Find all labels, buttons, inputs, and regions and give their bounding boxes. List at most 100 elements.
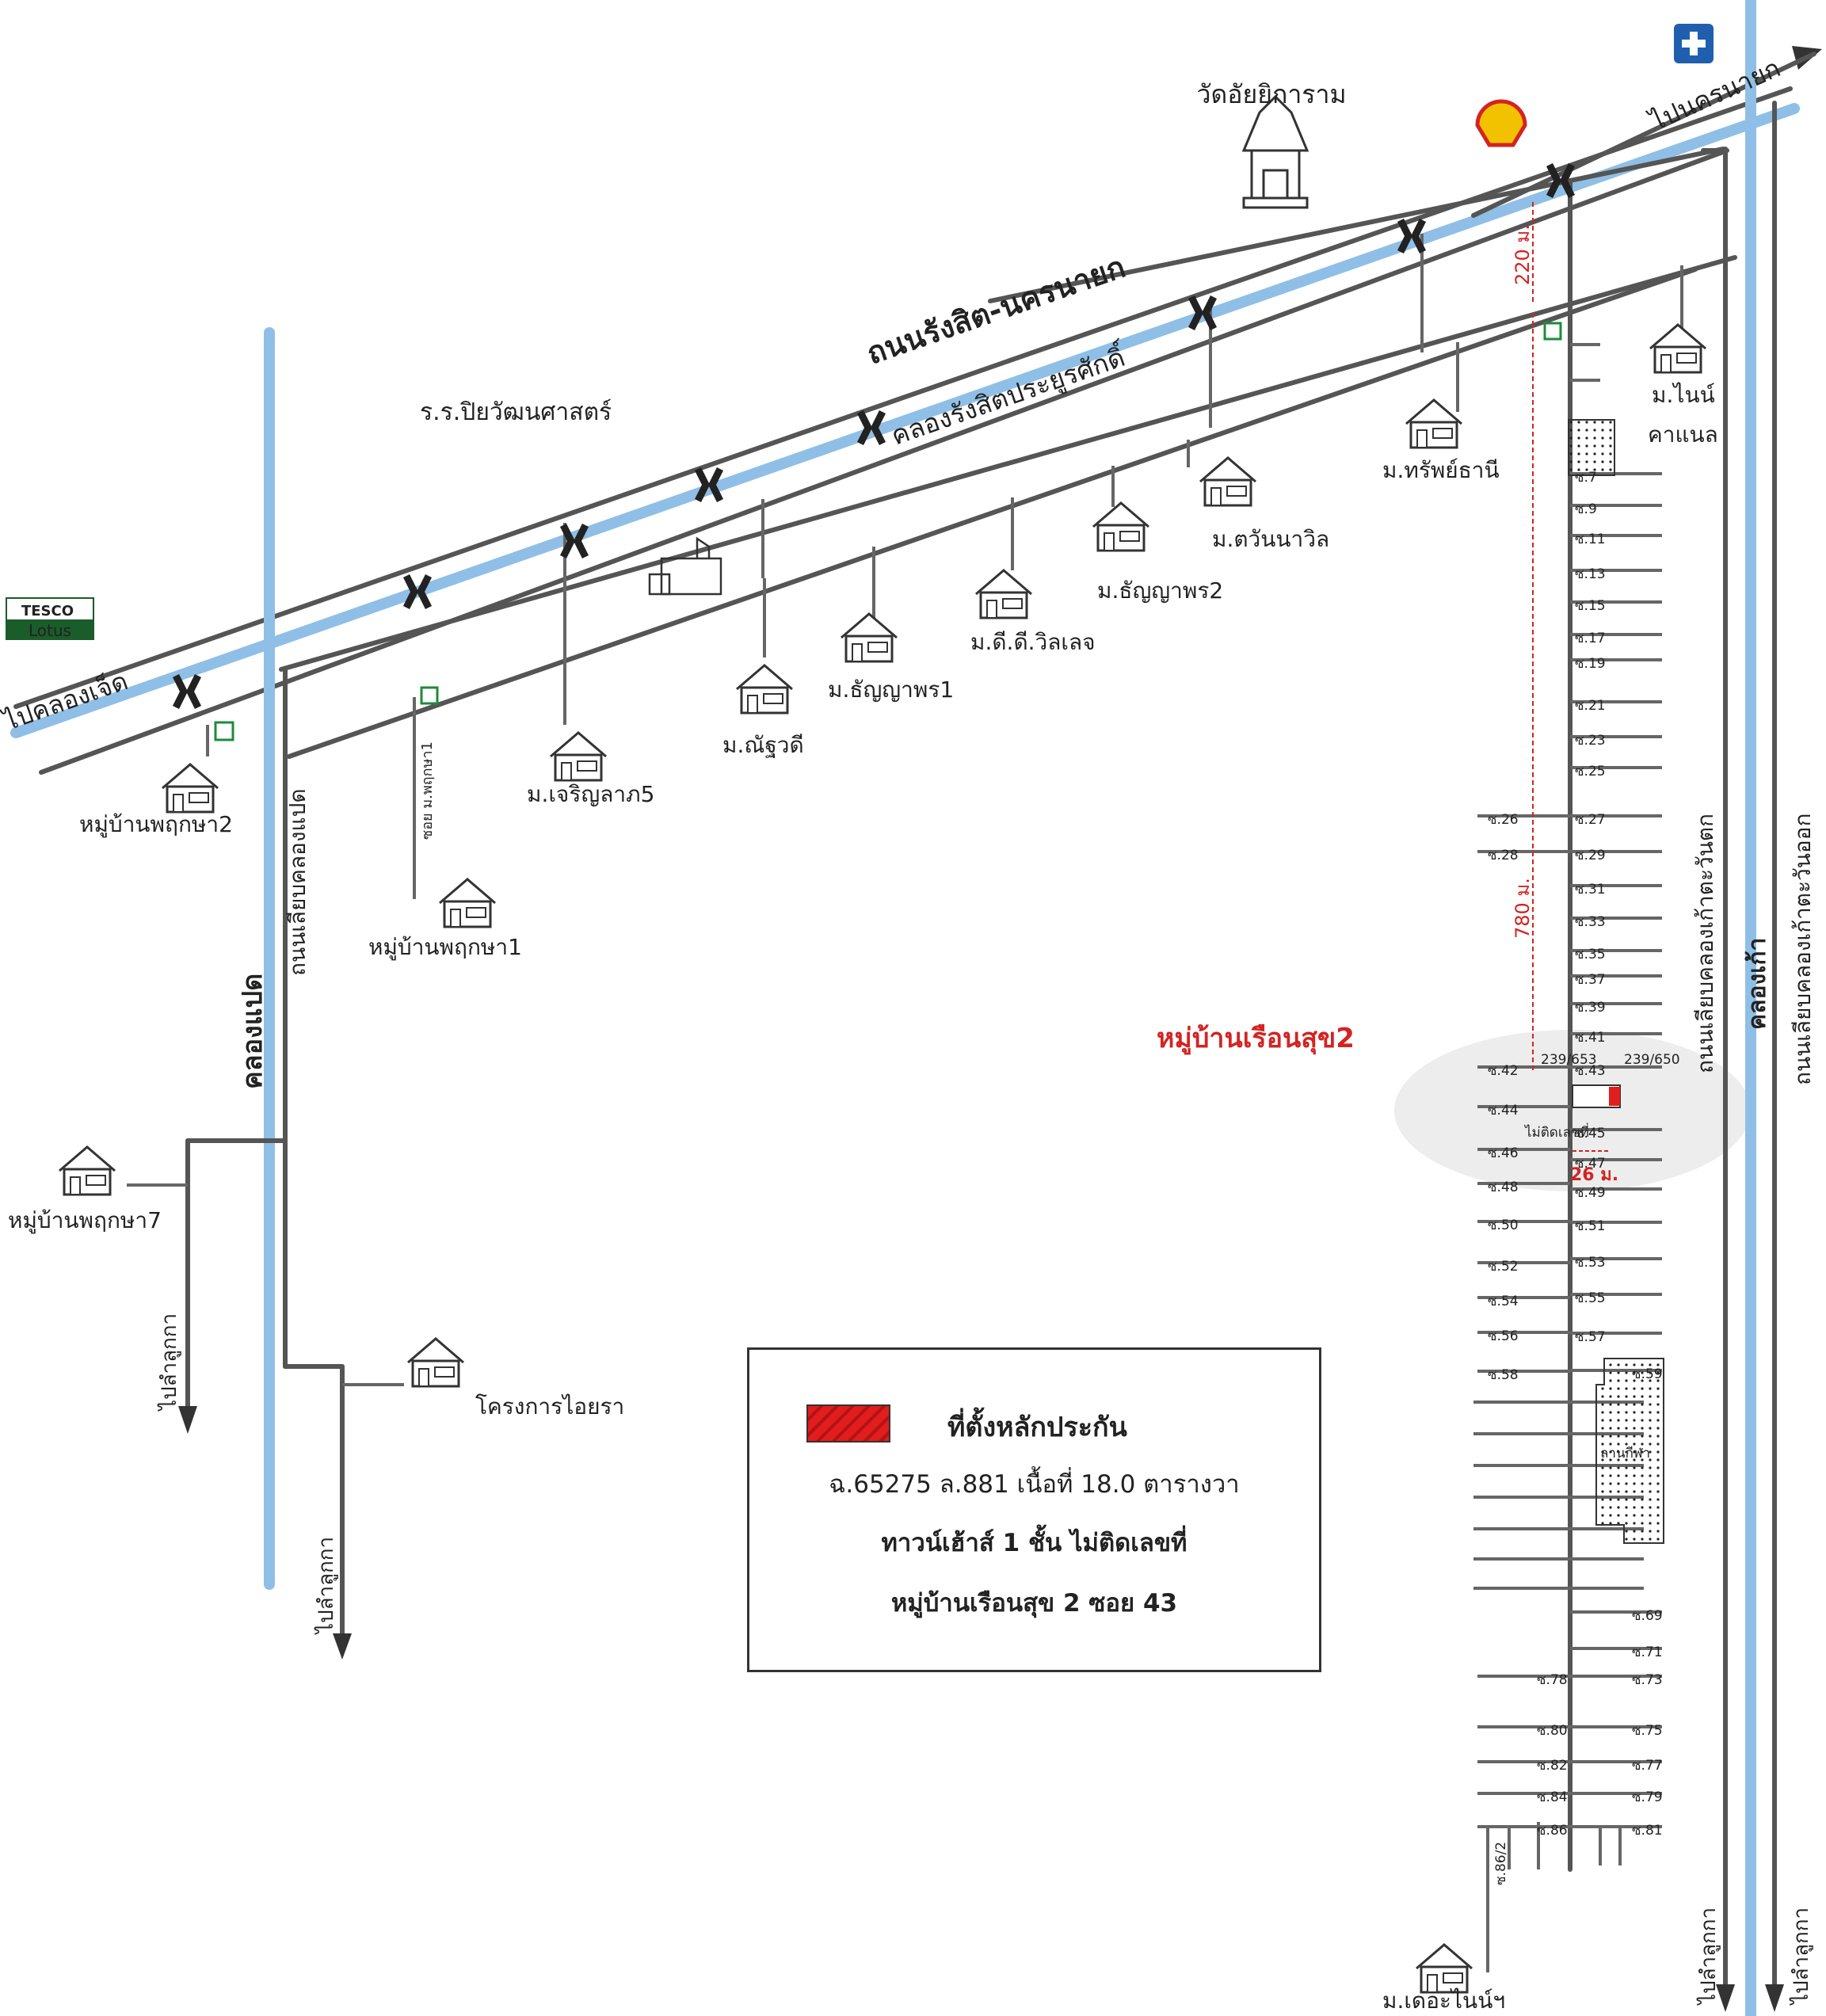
school-label: ร.ร.ปิยวัฒนศาสตร์ [420, 398, 612, 426]
soi-label-right: ซ.7 [1575, 470, 1597, 486]
village-nine-1: ม.ไนน์ [1652, 382, 1715, 408]
lamlukka-2-label: ไปลำลูกกา [314, 1537, 338, 1635]
legend-line-1: ฉ.65275 ล.881 เนื้อที่ 18.0 ตารางวา [829, 1470, 1240, 1499]
arrow-lamlukka-3 [1716, 1984, 1735, 2012]
soi-mu-ban-label: ซอย ม.พฤกษา1 [419, 741, 436, 840]
village-dd: ม.ดี.ดี.วิลเลจ [970, 629, 1096, 655]
soi-label-right: ซ.49 [1575, 1185, 1606, 1201]
soi-label-right: ซ.31 [1575, 882, 1606, 897]
temple-icon [1241, 94, 1309, 209]
soi-label-right: ซ.19 [1575, 656, 1606, 672]
soi-label-left: ซ.50 [1488, 1218, 1519, 1233]
soi-label-right: ซ.37 [1575, 972, 1606, 988]
soi-label-right: ซ.25 [1575, 764, 1606, 779]
soi-label-right: ซ.35 [1575, 947, 1606, 962]
soi-label-left: ซ.46 [1488, 1145, 1519, 1161]
soi-label-right: ซ.57 [1575, 1329, 1606, 1345]
soi-label-right: ซ.69 [1632, 1608, 1663, 1624]
road-to-khlong-8 [287, 267, 1698, 759]
road-khlong-9-east-label: ถนนเลียบคลองเก้าตะวันออก [1790, 814, 1816, 1085]
house-icon [841, 612, 898, 663]
village-sap-thani: ม.ทรัพย์ธานี [1382, 457, 1500, 483]
dist-26-label: 26 ม. [1570, 1165, 1618, 1185]
seven-eleven-icon [214, 322, 1562, 741]
soi-label-right: ซ.39 [1575, 1000, 1606, 1016]
legend-line-2: ทาวน์เฮ้าส์ 1 ชั้น ไม่ติดเลขที่ [881, 1529, 1187, 1557]
house-icon [1199, 456, 1256, 507]
soi-label-right: ซ.47 [1575, 1156, 1606, 1172]
village-the-nine: ม.เดอะไนน์ฯ [1382, 1987, 1505, 2014]
road-khlong-9-west-label: ถนนเลียบคลองเก้าตะวันตก [1692, 814, 1718, 1073]
arrow-lamlukka-4 [1765, 1984, 1784, 2012]
collateral-marker [1609, 1087, 1620, 1106]
house-icon [1416, 1943, 1473, 1994]
soi-label-right: ซ.53 [1575, 1255, 1606, 1271]
village-thanyaporn2: ม.ธัญญาพร2 [1097, 577, 1223, 604]
canal-rangsit [10, 103, 1800, 738]
house-icon [162, 763, 219, 814]
village-nine-2: คาแนล [1648, 421, 1718, 448]
soi-label-right: ซ.79 [1632, 1789, 1663, 1805]
soi-label-right: ซ.41 [1575, 1030, 1606, 1046]
soi-label-right: ซ.11 [1575, 532, 1606, 547]
dist-220-label: 220 ม. [1512, 224, 1534, 285]
road-khlong-8-label: ถนนเลียบคลองแปด [284, 788, 311, 976]
soi-label-right: ซ.17 [1575, 631, 1606, 646]
lower-parallel-road [279, 255, 1737, 672]
soi-label-left: ซ.52 [1488, 1259, 1519, 1275]
soi-label-left: ซ.78 [1537, 1672, 1568, 1688]
soi-label-right: ซ.27 [1575, 812, 1606, 828]
house-icon [407, 1337, 464, 1388]
soi-left-labels: ซ.26ซ.28ซ.42ซ.44ซ.46ซ.48ซ.50ซ.52ซ.54ซ.56… [1488, 812, 1568, 1839]
lamlukka-3-label: ไปลำลูกกา [1696, 1907, 1721, 2006]
lamlukka-1-label: ไปลำลูกกา [157, 1313, 181, 1412]
school-icon [648, 536, 722, 596]
house-icons [59, 323, 1706, 1994]
village-thanyaporn1: ม.ธัญญาพร1 [828, 676, 954, 703]
soi-right-labels: ซ.7ซ.9ซ.11ซ.13ซ.15ซ.17ซ.19ซ.21ซ.23ซ.25ซ.… [1575, 470, 1663, 1839]
soi-label-left: ซ.56 [1488, 1328, 1519, 1344]
arrow-lamlukka-1 [178, 1406, 197, 1434]
soi-label-left: ซ.48 [1488, 1179, 1519, 1195]
house-icon [439, 878, 496, 928]
house-icon [1092, 501, 1149, 552]
plot-239-650-label: 239/650 [1624, 1052, 1680, 1068]
lotus-text: Lotus [29, 621, 71, 640]
soi-label-left: ซ.42 [1488, 1063, 1519, 1079]
soi-label-left: ซ.54 [1488, 1294, 1519, 1309]
road-to-east-9 [988, 147, 1725, 303]
soi-label-right: ซ.33 [1575, 914, 1606, 930]
dotted-block [1568, 419, 1615, 476]
plot-239-653-label: 239/653 [1541, 1052, 1597, 1068]
canal-main-label: คลองรังสิตประยูรศักดิ์ [886, 337, 1130, 452]
village-pruksa2: หมู่บ้านพฤกษา2 [79, 811, 233, 838]
soi-label-right: ซ.77 [1632, 1758, 1663, 1774]
soi-label-left: ซ.82 [1537, 1758, 1568, 1774]
arrow-lamlukka-2 [333, 1633, 352, 1660]
village-tawan: ม.ตวันนาวิล [1212, 526, 1329, 552]
legend-line-3: หมู่บ้านเรือนสุข 2 ซอย 43 [890, 1589, 1178, 1618]
hospital-icon [1674, 24, 1714, 63]
house-icon [736, 664, 793, 715]
house-icon [1405, 398, 1462, 449]
soi-label-left: ซ.44 [1488, 1103, 1519, 1119]
khlong-kao-label: คลองเก้า [1744, 938, 1771, 1030]
soi-label-left: ซ.80 [1537, 1723, 1568, 1739]
sports-field-area [1595, 1358, 1664, 1544]
soi-label-left: ซ.84 [1537, 1789, 1568, 1805]
soi-label-right: ซ.9 [1575, 501, 1597, 517]
soi-label-right: ซ.43 [1575, 1063, 1606, 1079]
lamlukka-4-label: ไปลำลูกกา [1789, 1907, 1813, 2006]
soi-label-right: ซ.15 [1575, 598, 1606, 614]
village-natthawadee: ม.ณัฐวดี [722, 732, 804, 758]
soi-label-left: ซ.58 [1488, 1367, 1519, 1383]
temple-label: วัดอัยยิการาม [1196, 79, 1346, 109]
house-icon [550, 731, 607, 782]
main-road-upper [13, 86, 1793, 709]
soi-label-left: ซ.86 [1537, 1823, 1568, 1839]
village-pruksa1: หมู่บ้านพฤกษา1 [368, 934, 522, 961]
soi-label-right: ซ.29 [1575, 848, 1606, 863]
soi-label-right: ซ.59 [1632, 1366, 1663, 1382]
soi-label-right: ซ.45 [1575, 1126, 1606, 1141]
